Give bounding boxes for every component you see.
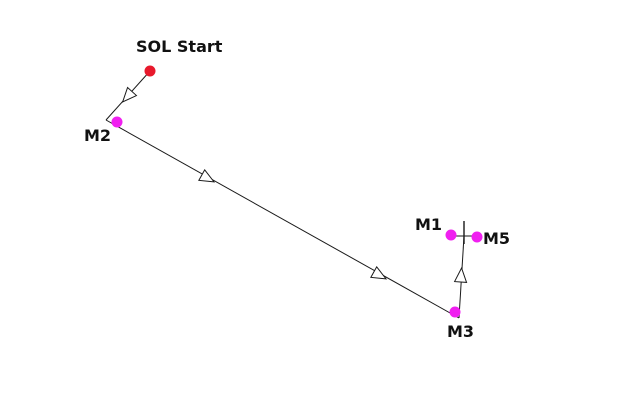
direction-arrow-icon bbox=[370, 265, 388, 280]
start-point bbox=[144, 65, 156, 77]
label-m2: M2 bbox=[84, 126, 111, 145]
direction-arrow-icon bbox=[121, 86, 138, 103]
segment-m2-to-m3 bbox=[105, 119, 460, 319]
direction-arrow-icon bbox=[453, 266, 468, 283]
label-start: SOL Start bbox=[136, 37, 223, 56]
label-m1: M1 bbox=[415, 215, 442, 234]
direction-arrows bbox=[121, 86, 468, 283]
marker-point-m5 bbox=[471, 231, 483, 243]
marker-point-m1 bbox=[445, 229, 457, 241]
direction-arrow-icon bbox=[198, 168, 216, 183]
route-labels: SOL Start M2 M1 M5 M3 bbox=[84, 37, 510, 341]
marker-point-m2 bbox=[111, 116, 123, 128]
label-m3: M3 bbox=[447, 322, 474, 341]
label-m5: M5 bbox=[483, 229, 510, 248]
route-points bbox=[111, 65, 483, 318]
marker-point-m3 bbox=[449, 306, 461, 318]
route-path bbox=[105, 70, 477, 319]
